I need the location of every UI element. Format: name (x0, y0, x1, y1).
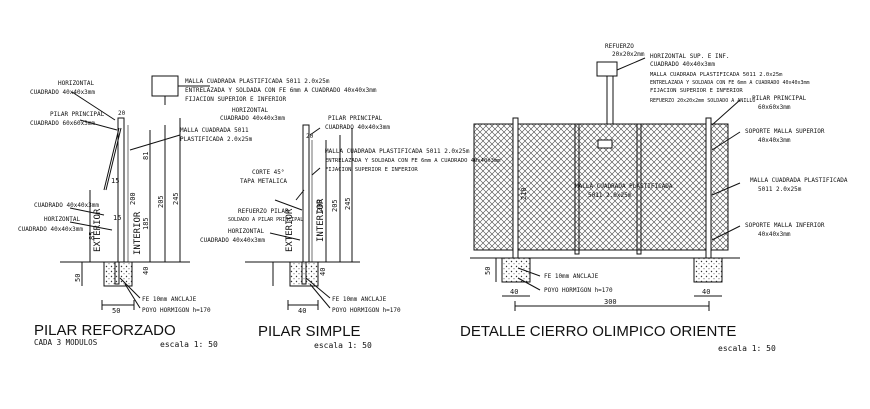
mid-label-malla1: MALLA CUADRADA PLASTIFICADA 5011 2.0x25m (325, 148, 470, 155)
r-label-pilar-principal: PILAR PRINCIPAL (752, 95, 807, 102)
label-fe: FE 10mm ANCLAJE (142, 296, 197, 303)
mid-label-poyo: POYO HORMIGON h=170 (332, 307, 401, 314)
label-cuadrado-mid: CUADRADO 40x40x3mm (34, 202, 99, 209)
middle-scale: escala 1: 50 (314, 341, 372, 350)
right-title: DETALLE CIERRO OLIMPICO ORIENTE (460, 323, 736, 340)
label-pilar-principal-dim: CUADRADO 60x60x3mm (30, 120, 95, 127)
label-horizontal-mid: HORIZONTAL (44, 216, 81, 223)
top-note-line3: FIJACION SUPERIOR E INFERIOR (185, 96, 287, 103)
label-malla2: PLASTIFICADA 2.0x25m (180, 136, 253, 143)
middle-title: PILAR SIMPLE (258, 323, 361, 340)
left-subtitle: CADA 3 MODULOS (34, 338, 98, 347)
dim-85: 85 (88, 232, 96, 240)
r-label-refuerzo: REFUERZO (605, 43, 634, 50)
mid-label-horizontal: HORIZONTAL (232, 107, 269, 114)
mid-label-pilar-dim: CUADRADO 40x40x3mm (325, 124, 390, 131)
label-interior: INTERIOR (133, 211, 143, 255)
top-note: MALLA CUADRADA PLASTIFICADA 5011 2.0x25m… (185, 78, 377, 103)
label-horizontal-top: HORIZONTAL (58, 80, 95, 87)
dim-81: 81 (142, 152, 150, 160)
r-label-malla-center2: 5011 2.0x25m (588, 192, 632, 199)
r-label-horizontal: HORIZONTAL SUP. E INF. (650, 53, 729, 60)
mid-label-refuerzo: REFUERZO PILAR (238, 208, 289, 215)
r-label-refuerzo-dim: 20x20x2mm (612, 51, 645, 58)
dim-15: 15 (113, 214, 121, 222)
r-dim-40b: 40 (702, 288, 710, 296)
label-exterior: EXTERIOR (93, 208, 103, 252)
middle-labels: HORIZONTAL CUADRADO 40x40x3mm PILAR PRIN… (200, 107, 501, 350)
r-label-malla-center1: MALLA CUADRADA PLASTIFICADA (575, 183, 673, 190)
mid-label-horizontal2: HORIZONTAL (228, 228, 265, 235)
top-note-symbol (151, 75, 210, 105)
r-label-soporte-inf: SOPORTE MALLA INFERIOR (745, 222, 825, 229)
r-label-malla-r1: MALLA CUADRADA PLASTIFICADA (750, 177, 848, 184)
r-dim-50: 50 (484, 267, 492, 275)
left-detail (60, 91, 190, 310)
mid-label-malla3: FIJACION SUPERIOR E INFERIOR (325, 167, 418, 173)
mid-label-cuadrado-top: CUADRADO 40x40x3mm (220, 115, 285, 122)
dim-15b: 15 (111, 177, 119, 185)
mid-label-interior: INTERIOR (316, 198, 326, 242)
left-scale: escala 1: 50 (160, 340, 218, 349)
r-label-poyo: POYO HORMIGON h=170 (544, 287, 613, 294)
mid-dim-205: 205 (331, 199, 339, 212)
mid-label-cuadrado-low: CUADRADO 40x40x3mm (200, 237, 265, 244)
r-label-soporte-sup-dim: 40x40x3mm (758, 137, 791, 144)
r-dim-300: 300 (604, 298, 617, 306)
mid-dim-200: 200 (316, 199, 324, 212)
dim-205: 205 (157, 195, 165, 208)
r-label-refuerzo2: REFUERZO 20x20x2mm SOLDADO A ANILLO (650, 98, 755, 104)
r-label-soporte-inf-dim: 40x40x3mm (758, 231, 791, 238)
dim-40: 40 (142, 267, 150, 275)
right-detail (470, 57, 741, 311)
top-note-line1: MALLA CUADRADA PLASTIFICADA 5011 2.0x25m (185, 78, 330, 85)
dim-50-h: 50 (74, 274, 82, 282)
label-malla: MALLA CUADRADA 5011 (180, 127, 249, 134)
middle-detail (245, 124, 360, 310)
dim-185: 185 (142, 217, 150, 230)
r-label-malla1: MALLA CUADRADA PLASTIFICADA 5011 2.0x25m (650, 72, 783, 78)
r-label-fe: FE 10mm ANCLAJE (544, 273, 599, 280)
mid-dim-40b: 40 (319, 268, 327, 276)
dim-245: 245 (172, 192, 180, 205)
mid-label-fe: FE 10mm ANCLAJE (332, 296, 387, 303)
label-poyo: POYO HORMIGON h=170 (142, 307, 211, 314)
dim-20: 20 (118, 110, 126, 117)
r-label-pilar-dim: 60x60x3mm (758, 104, 791, 111)
r-label-horizontal-dim: CUADRADO 40x40x3mm (650, 61, 715, 68)
label-cuadrado-low: CUADRADO 40x40x3mm (18, 226, 83, 233)
right-labels: REFUERZO 20x20x2mm HORIZONTAL SUP. E INF… (460, 43, 848, 353)
r-label-malla3: FIJACION SUPERIOR E INFERIOR (650, 88, 743, 94)
dim-200: 200 (129, 192, 137, 205)
left-title: PILAR REFORZADO (34, 322, 176, 339)
mid-dim-245: 245 (344, 197, 352, 210)
r-dim-40a: 40 (510, 288, 518, 296)
mid-dim-40a: 40 (298, 307, 306, 315)
mid-label-malla2: ENTRELAZADA Y SOLDADA CON FE 6mm A CUADR… (325, 158, 501, 164)
r-label-malla-r2: 5011 2.0x25m (758, 186, 802, 193)
left-labels: HORIZONTAL CUADRADO 40x40x3mm PILAR PRIN… (18, 80, 253, 349)
r-label-soporte-sup: SOPORTE MALLA SUPERIOR (745, 128, 825, 135)
mid-label-pilar-principal: PILAR PRINCIPAL (328, 115, 383, 122)
right-scale: escala 1: 50 (718, 344, 776, 353)
r-dim-210: 210 (520, 187, 528, 200)
label-pilar-principal: PILAR PRINCIPAL (50, 111, 105, 118)
mid-label-refuerzo2: SOLDADO A PILAR PRINCIPAL (228, 217, 303, 223)
mid-label-corte: CORTE 45° (252, 169, 285, 176)
mid-dim-20: 20 (306, 133, 314, 140)
label-cuadrado-top: CUADRADO 40x40x3mm (30, 89, 95, 96)
mid-label-exterior: EXTERIOR (285, 208, 295, 252)
mid-label-tapa: TAPA METALICA (240, 178, 287, 185)
dim-50-w: 50 (112, 307, 120, 315)
r-label-malla2: ENTRELAZADA Y SOLDADA CON FE 6mm A CUADR… (650, 80, 810, 86)
top-note-line2: ENTRELAZADA Y SOLDADA CON FE 6mm A CUADR… (185, 87, 377, 94)
